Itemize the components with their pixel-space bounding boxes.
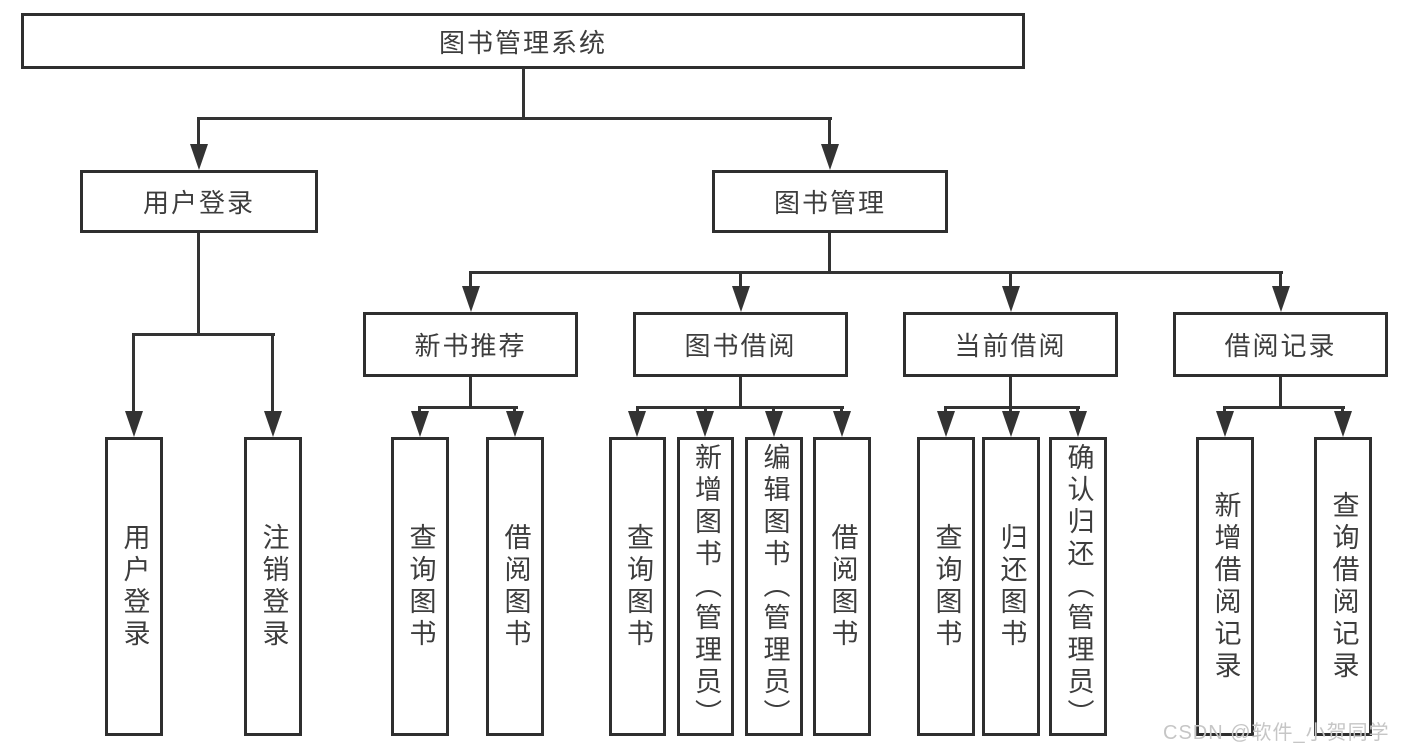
connector-line <box>132 336 135 412</box>
arrowhead-down-icon <box>1002 286 1020 312</box>
leaf-logout: 注销登录 <box>244 437 302 736</box>
node-current-borrowing: 当前借阅 <box>903 312 1118 377</box>
node-book-borrowing: 图书借阅 <box>633 312 848 377</box>
leaf-add-borrow-record: 新增借阅记录 <box>1196 437 1254 736</box>
connector-line <box>1009 377 1012 406</box>
leaf-borrowing-query-books: 查询图书 <box>609 437 666 736</box>
connector-line <box>636 406 844 409</box>
connector-line <box>469 271 1283 274</box>
arrowhead-down-icon <box>696 411 714 437</box>
node-user-login: 用户登录 <box>80 170 318 233</box>
connector-line <box>132 333 275 336</box>
leaf-confirm-return-admin: 确认归还（管理员） <box>1049 437 1107 736</box>
connector-line <box>1223 406 1345 409</box>
connector-line <box>739 274 742 288</box>
connector-line <box>828 120 831 146</box>
arrowhead-down-icon <box>1216 411 1234 437</box>
arrowhead-down-icon <box>125 411 143 437</box>
leaf-user-login: 用户登录 <box>105 437 163 736</box>
connector-line <box>1279 274 1282 288</box>
arrowhead-down-icon <box>462 286 480 312</box>
leaf-add-books-admin: 新增图书（管理员） <box>677 437 734 736</box>
connector-line <box>271 336 274 412</box>
arrowhead-down-icon <box>1069 411 1087 437</box>
connector-line <box>828 233 831 271</box>
arrowhead-down-icon <box>1272 286 1290 312</box>
leaf-borrowing-borrow-books: 借阅图书 <box>813 437 871 736</box>
node-new-book-recommend: 新书推荐 <box>363 312 578 377</box>
arrowhead-down-icon <box>732 286 750 312</box>
connector-line <box>739 377 742 406</box>
connector-line <box>1279 377 1282 406</box>
leaf-recommend-borrow-books: 借阅图书 <box>486 437 544 736</box>
arrowhead-down-icon <box>937 411 955 437</box>
connector-line <box>469 274 472 288</box>
node-borrowing-records: 借阅记录 <box>1173 312 1388 377</box>
arrowhead-down-icon <box>628 411 646 437</box>
leaf-edit-books-admin: 编辑图书（管理员） <box>745 437 803 736</box>
arrowhead-down-icon <box>264 411 282 437</box>
leaf-recommend-query-books: 查询图书 <box>391 437 449 736</box>
arrowhead-down-icon <box>411 411 429 437</box>
arrowhead-down-icon <box>833 411 851 437</box>
leaf-query-borrow-record: 查询借阅记录 <box>1314 437 1372 736</box>
leaf-current-query-books: 查询图书 <box>917 437 975 736</box>
arrowhead-down-icon <box>1002 411 1020 437</box>
arrowhead-down-icon <box>765 411 783 437</box>
connector-line <box>418 406 518 409</box>
connector-line <box>1009 274 1012 288</box>
arrowhead-down-icon <box>1334 411 1352 437</box>
connector-line <box>944 406 1080 409</box>
arrowhead-down-icon <box>190 144 208 170</box>
leaf-return-books: 归还图书 <box>982 437 1040 736</box>
watermark: CSDN @软件_小贺同学 <box>1163 722 1390 744</box>
node-book-management: 图书管理 <box>712 170 948 233</box>
connector-line <box>522 68 525 118</box>
connector-line <box>197 117 832 120</box>
connector-line <box>197 233 200 333</box>
arrowhead-down-icon <box>506 411 524 437</box>
connector-line <box>197 120 200 146</box>
node-root: 图书管理系统 <box>21 13 1025 69</box>
arrowhead-down-icon <box>821 144 839 170</box>
connector-line <box>469 377 472 406</box>
